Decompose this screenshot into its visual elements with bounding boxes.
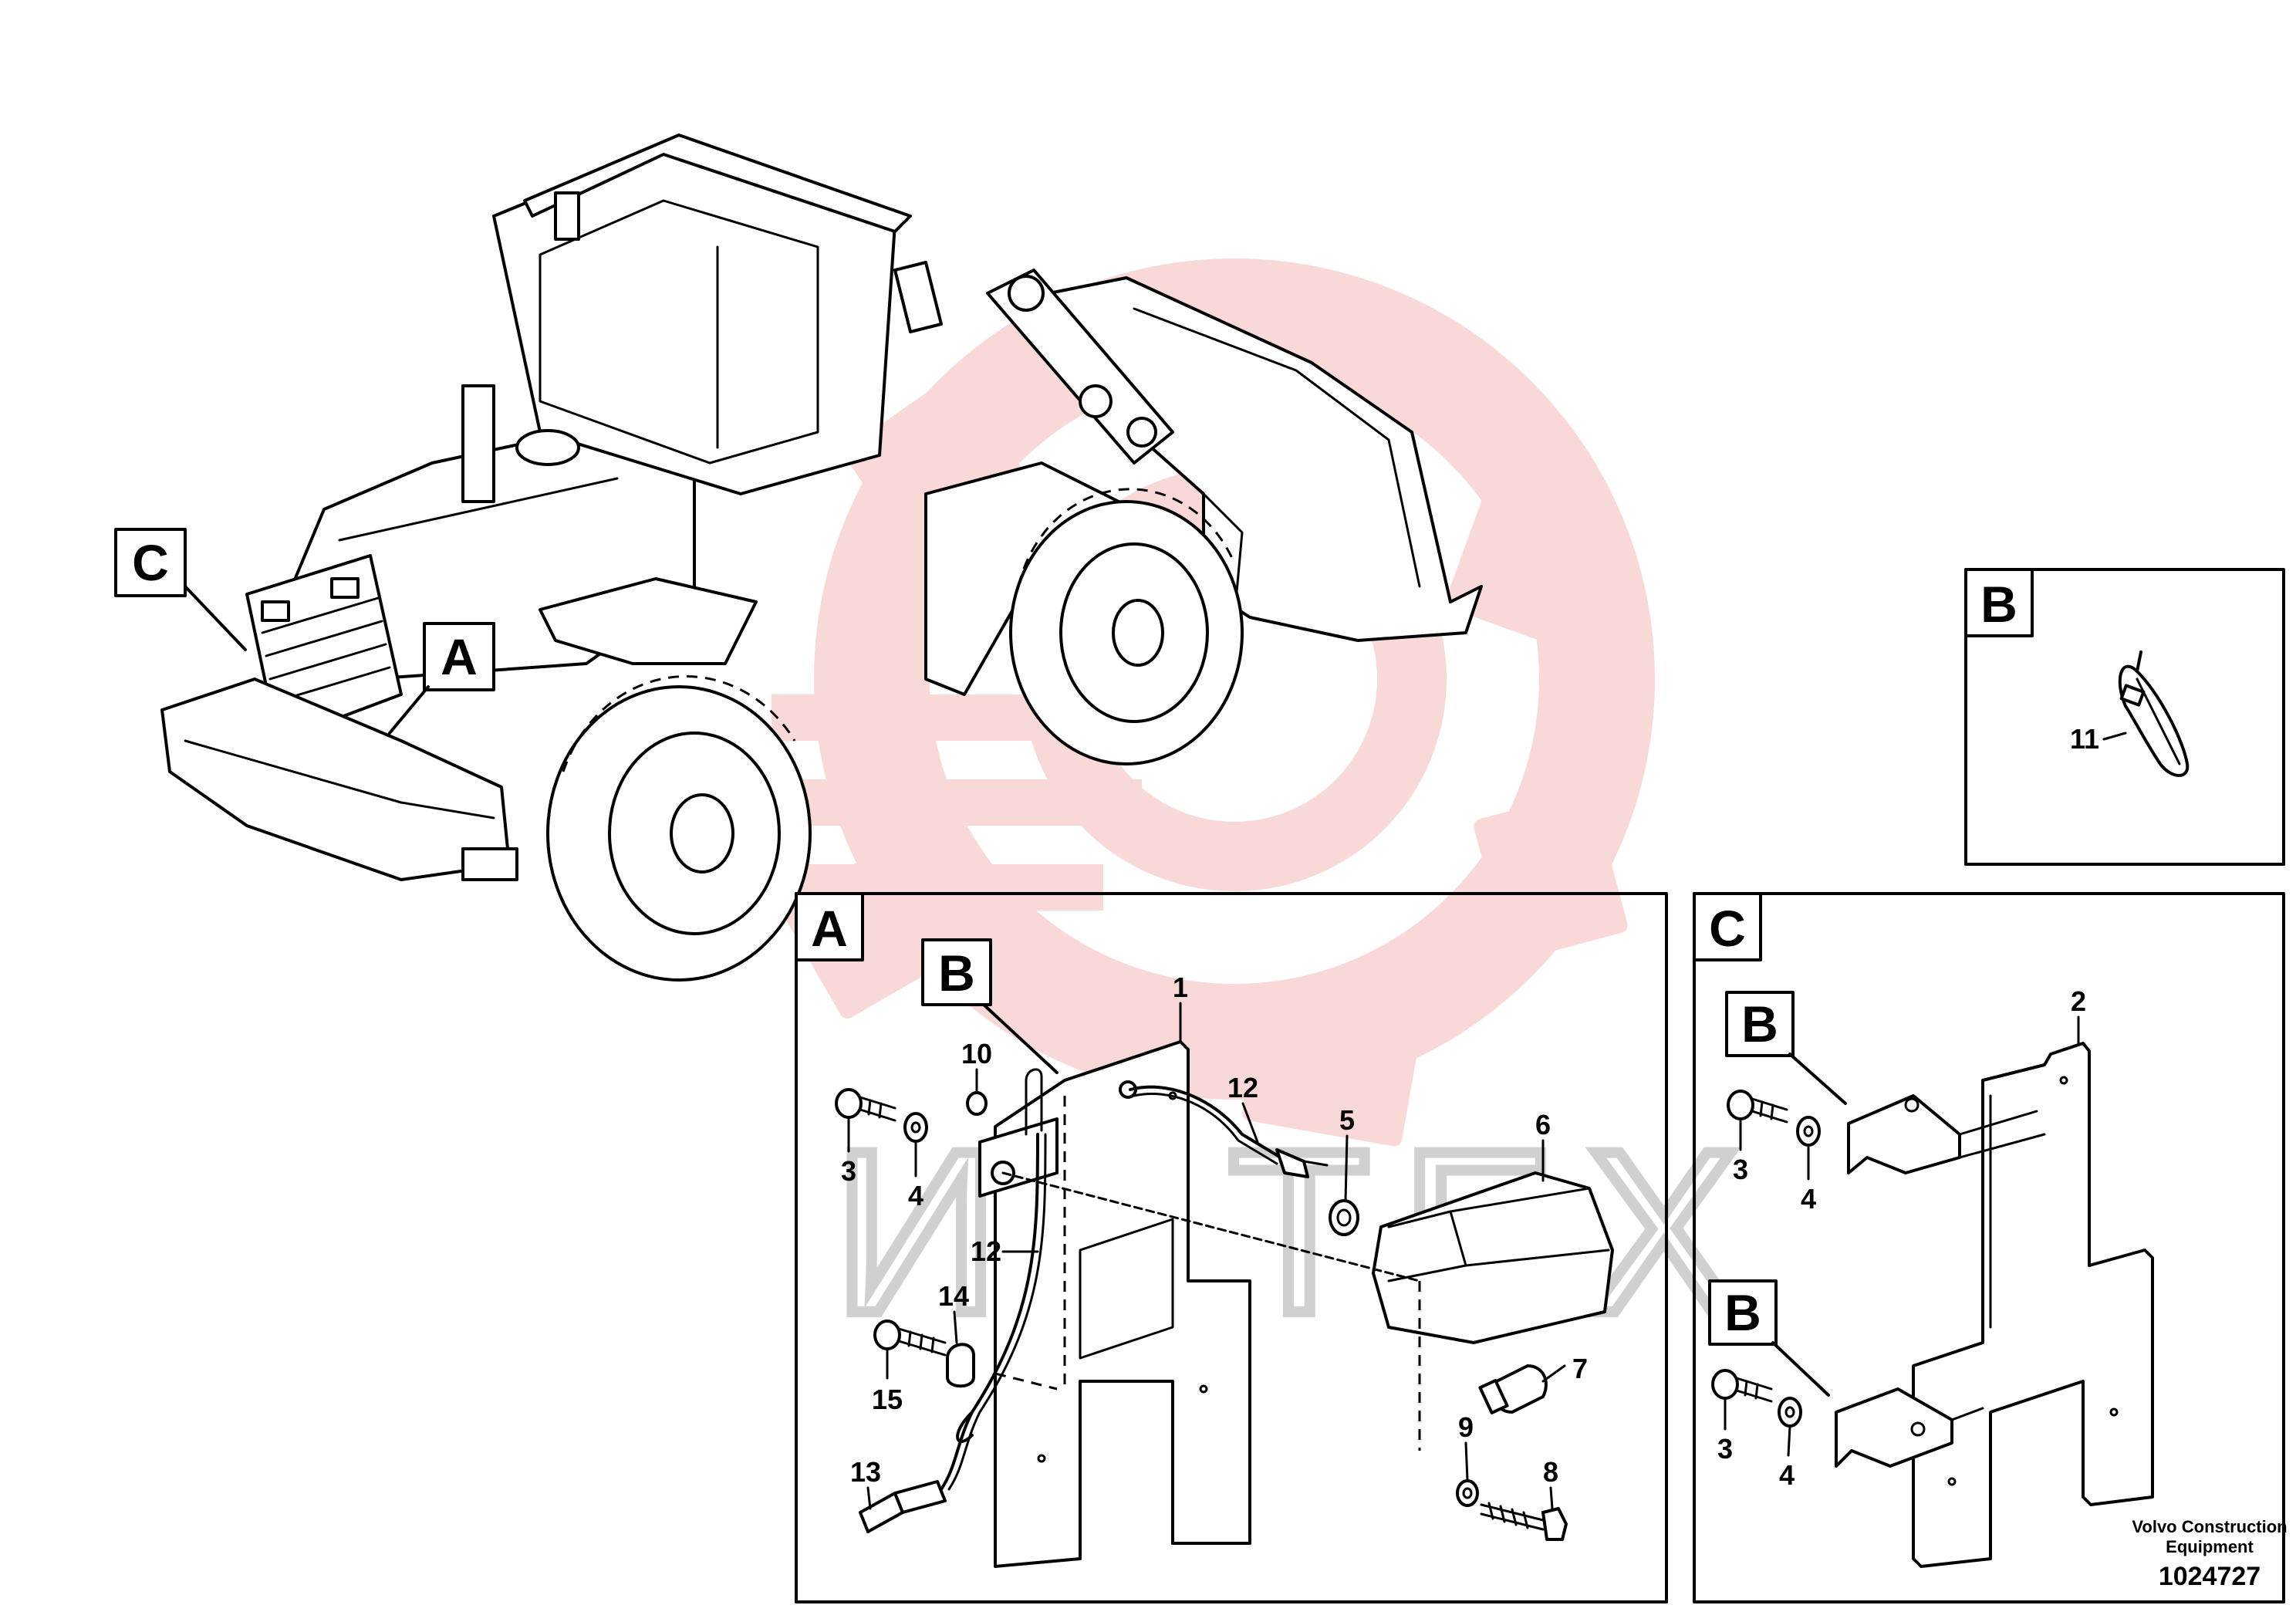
part-number-14: 14 <box>938 1280 969 1312</box>
detail-panel-b: B 11 <box>1964 568 2285 866</box>
part-number-8: 8 <box>1543 1456 1558 1488</box>
svg-text:11: 11 <box>2070 723 2099 755</box>
part-number-3-c-top: 3 <box>1733 1154 1748 1185</box>
washer-9 <box>1456 1479 1479 1507</box>
part-number-9: 9 <box>1458 1411 1474 1443</box>
brand-line-1: Volvo Construction <box>2132 1517 2287 1536</box>
brand-line-2: Equipment <box>2166 1537 2254 1556</box>
part-number-3: 3 <box>841 1155 856 1187</box>
part-number-5: 5 <box>1339 1104 1355 1136</box>
part-number-7: 7 <box>1572 1353 1588 1384</box>
drawing-number: 1024727 <box>2159 1562 2261 1591</box>
nut-10 <box>966 1091 988 1116</box>
cable-tie-part <box>2118 650 2190 777</box>
screw-3-a <box>835 1088 896 1122</box>
screw-3-c-bottom <box>1711 1369 1773 1403</box>
svg-text:C: C <box>132 534 169 591</box>
part-number-6: 6 <box>1535 1109 1551 1140</box>
svg-text:A: A <box>811 900 848 957</box>
detail-panel-a: A B <box>795 892 1668 1603</box>
svg-text:A: A <box>441 628 478 685</box>
part-number-2: 2 <box>2071 985 2086 1017</box>
part-number-4-c-top: 4 <box>1801 1183 1816 1215</box>
part-number-4-c-bottom: 4 <box>1779 1459 1795 1491</box>
part-number-12-top: 12 <box>1227 1072 1258 1103</box>
part-number-12-side: 12 <box>971 1235 1001 1267</box>
wheel-loader-illustration <box>160 133 1483 982</box>
part-number-10: 10 <box>961 1038 992 1070</box>
part-number-15: 15 <box>872 1384 903 1415</box>
washer-4-c-top <box>1796 1116 1821 1147</box>
watermark-gear-logo <box>772 259 1655 1147</box>
watermark-text: ИНТЕХ <box>833 1102 1771 1361</box>
svg-text:B: B <box>1724 1284 1761 1341</box>
screw-8 <box>1480 1502 1568 1541</box>
clip-14 <box>946 1343 975 1388</box>
connector-13 <box>859 1480 947 1533</box>
washer-4-c-bottom <box>1778 1397 1802 1428</box>
callout-a-main: A <box>388 622 495 735</box>
svg-text:B: B <box>938 944 975 1002</box>
part-number-3-c-bottom: 3 <box>1717 1433 1733 1465</box>
part-number-4: 4 <box>908 1180 923 1211</box>
washer-4-a <box>903 1112 928 1143</box>
callout-c-main: C <box>114 528 247 651</box>
svg-text:B: B <box>1741 995 1778 1053</box>
grommet-5 <box>1329 1199 1359 1236</box>
bulb-part <box>1478 1364 1548 1414</box>
detail-panel-c: C B B <box>1693 892 2288 1603</box>
part-number-13: 13 <box>850 1456 881 1488</box>
svg-text:C: C <box>1709 900 1746 957</box>
part-number-1: 1 <box>1173 972 1188 1003</box>
svg-text:B: B <box>1980 576 2017 633</box>
